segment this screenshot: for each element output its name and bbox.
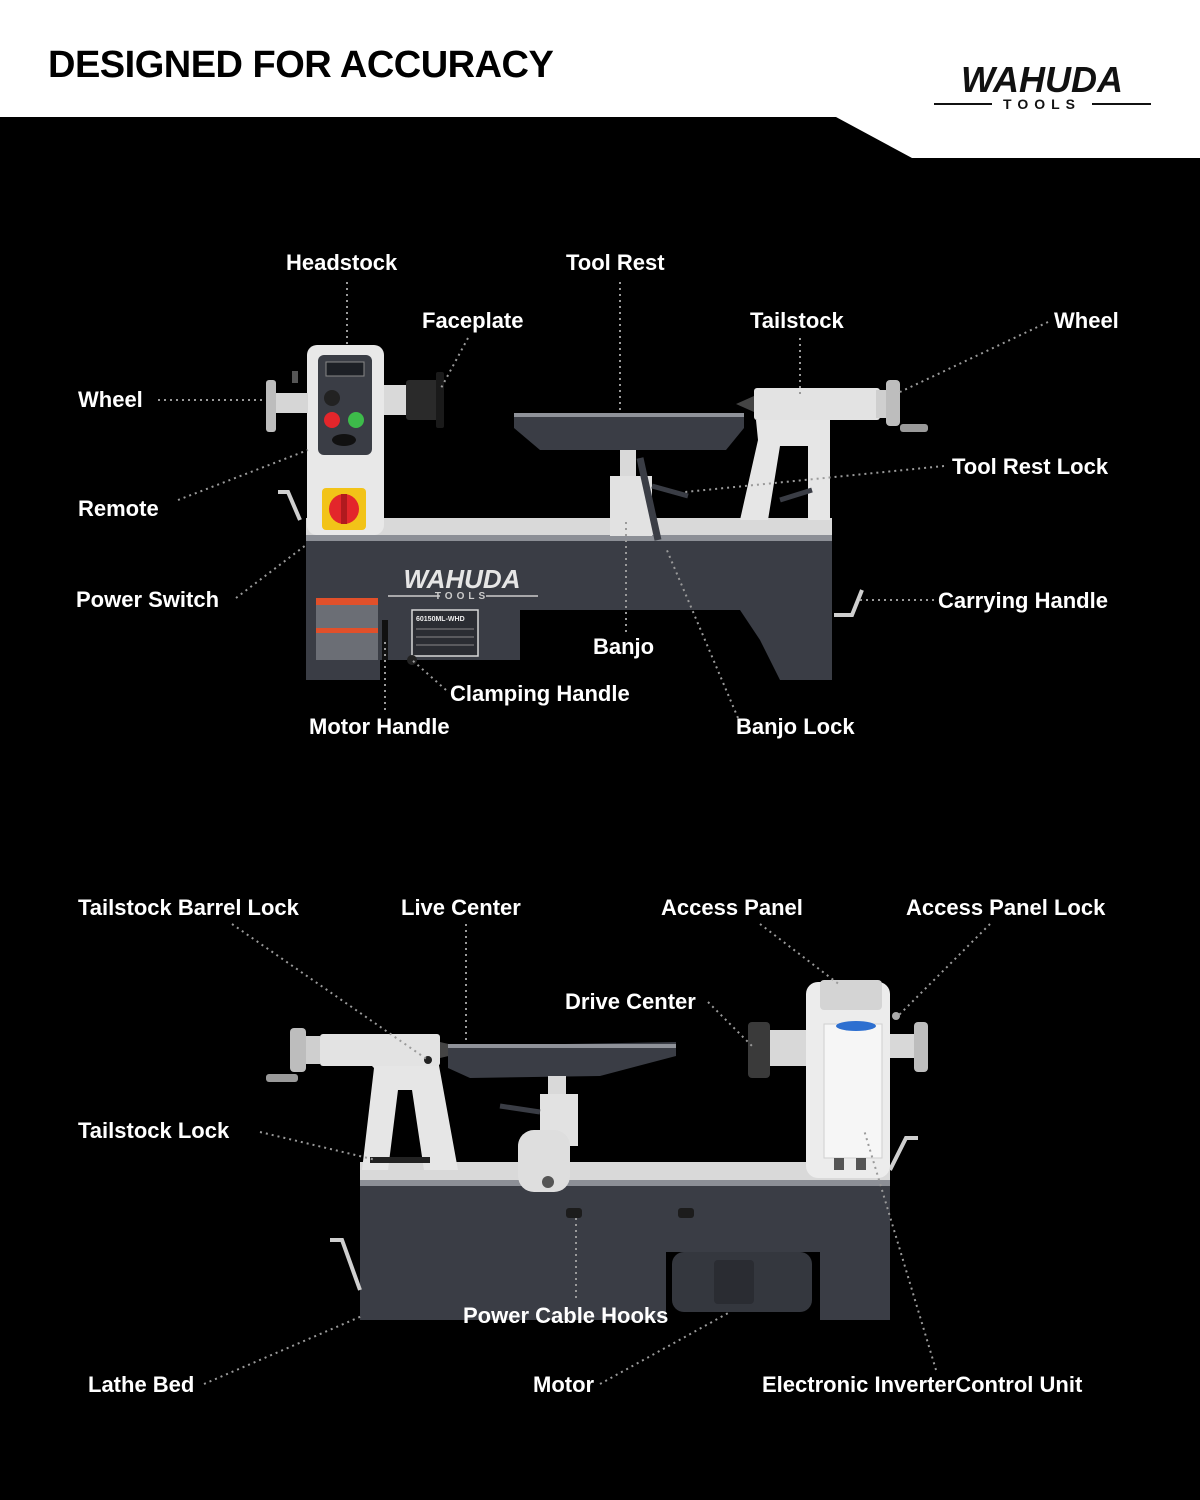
label-headstock: Headstock — [286, 250, 398, 275]
label-power-cable-hooks: Power Cable Hooks — [463, 1303, 669, 1328]
label-access-panel: Access Panel — [661, 895, 803, 920]
label-electronic-inverter-control-unit: Electronic InverterControl Unit — [762, 1372, 1083, 1397]
carrying-handle-part — [834, 589, 864, 617]
start-button — [348, 412, 364, 428]
tool-rest-part — [514, 413, 744, 450]
stop-button — [324, 412, 340, 428]
label-wheel-right: Wheel — [1054, 308, 1119, 333]
label-tailstock: Tailstock — [750, 308, 844, 333]
svg-text:TOOLS: TOOLS — [435, 591, 489, 602]
power-cable-hook-part — [566, 1208, 582, 1218]
tool-rest-rear — [448, 1042, 676, 1078]
label-banjo-lock: Banjo Lock — [736, 714, 855, 739]
bed-brand: WAHUDA — [404, 564, 521, 594]
label-live-center: Live Center — [401, 895, 521, 920]
left-handwheel-part — [266, 380, 276, 432]
label-remote: Remote — [78, 496, 159, 521]
brand-logo: WAHUDA TOOLS — [934, 59, 1151, 112]
tailstock-rear-body — [362, 1060, 458, 1170]
page-title: DESIGNED FOR ACCURACY — [48, 44, 554, 86]
label-tool-rest-lock: Tool Rest Lock — [952, 454, 1109, 479]
model-plate — [411, 609, 479, 657]
label-access-panel-lock: Access Panel Lock — [906, 895, 1106, 920]
label-clamping-handle: Clamping Handle — [450, 681, 630, 706]
speed-knob — [324, 390, 340, 406]
label-motor-handle: Motor Handle — [309, 714, 450, 739]
access-panel-part — [820, 980, 882, 1010]
label-power-switch: Power Switch — [76, 587, 220, 612]
drive-center-part — [748, 1022, 770, 1078]
header-band — [0, 0, 1200, 158]
lathe-bed-rear — [360, 1178, 890, 1320]
label-tailstock-lock: Tailstock Lock — [78, 1118, 230, 1143]
label-drive-center: Drive Center — [565, 989, 696, 1014]
svg-text:TOOLS: TOOLS — [1003, 96, 1081, 112]
bed-rail — [306, 518, 832, 538]
remote-panel — [318, 355, 372, 455]
label-carrying-handle: Carrying Handle — [938, 588, 1108, 613]
label-faceplate: Faceplate — [422, 308, 524, 333]
svg-text:WAHUDA: WAHUDA — [961, 59, 1123, 100]
label-wheel-left: Wheel — [78, 387, 143, 412]
tailstock-body — [740, 420, 830, 520]
faceplate-part — [406, 380, 440, 420]
access-panel-lock-part — [892, 1012, 900, 1020]
label-lathe-bed: Lathe Bed — [88, 1372, 195, 1397]
right-handwheel-part — [886, 380, 900, 426]
label-tool-rest: Tool Rest — [566, 250, 665, 275]
svg-text:60150ML-WHD: 60150ML-WHD — [416, 616, 465, 623]
label-motor: Motor — [533, 1372, 595, 1397]
label-banjo: Banjo — [593, 634, 655, 659]
label-tailstock-barrel-lock: Tailstock Barrel Lock — [78, 895, 299, 920]
